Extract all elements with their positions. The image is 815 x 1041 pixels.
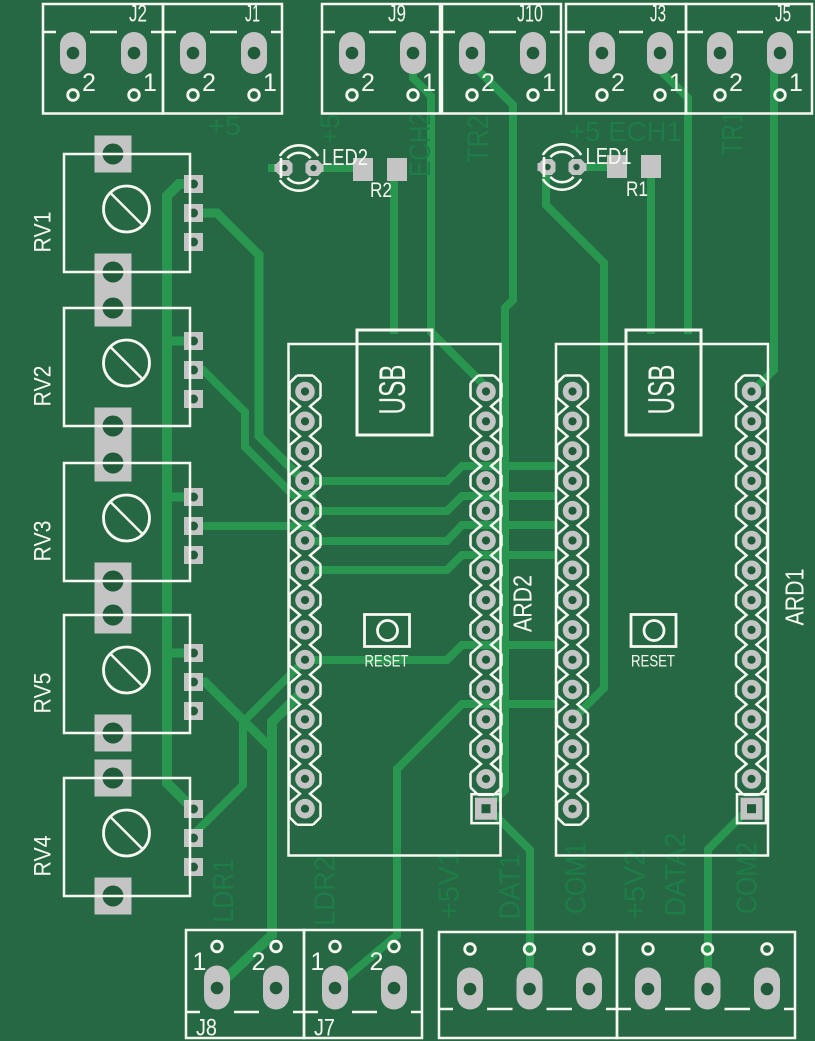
svg-text:J2: J2 (129, 1, 147, 28)
svg-text:R1: R1 (626, 178, 648, 201)
svg-text:+5: +5 (208, 111, 241, 141)
svg-text:2: 2 (370, 948, 384, 976)
svg-text:J7: J7 (314, 1015, 335, 1041)
svg-text:RV3: RV3 (30, 521, 57, 562)
svg-text:COM2: COM2 (732, 842, 764, 914)
svg-text:LDR1: LDR1 (208, 859, 240, 923)
svg-text:1: 1 (311, 948, 325, 976)
svg-text:ARD2: ARD2 (508, 575, 538, 632)
svg-text:J1: J1 (245, 1, 260, 28)
svg-text:ECH2: ECH2 (404, 112, 437, 177)
svg-text:1: 1 (542, 69, 556, 97)
svg-text:2: 2 (202, 69, 216, 97)
svg-text:USB: USB (372, 365, 413, 415)
svg-text:J9: J9 (388, 1, 406, 28)
svg-text:J8: J8 (196, 1015, 217, 1041)
svg-text:TR2: TR2 (462, 115, 495, 163)
svg-text:RESET: RESET (631, 653, 675, 671)
svg-text:1: 1 (263, 69, 277, 97)
svg-text:J10: J10 (517, 1, 543, 28)
svg-text:RV4: RV4 (30, 836, 57, 877)
svg-text:+5V1: +5V1 (434, 850, 466, 920)
svg-text:TR1: TR1 (717, 111, 750, 155)
svg-text:DAT1: DAT1 (495, 854, 527, 920)
svg-text:J5: J5 (775, 1, 791, 28)
svg-text:RV5: RV5 (30, 673, 57, 714)
svg-text:RV2: RV2 (30, 366, 57, 407)
svg-text:+5 ECH1: +5 ECH1 (569, 116, 682, 147)
svg-text:RESET: RESET (365, 653, 409, 671)
svg-text:2: 2 (252, 948, 266, 976)
svg-text:J3: J3 (650, 1, 666, 28)
svg-text:LED2: LED2 (322, 144, 368, 170)
svg-text:2: 2 (611, 69, 625, 97)
svg-text:ARD1: ARD1 (780, 569, 810, 626)
svg-text:1: 1 (143, 69, 157, 97)
svg-text:1: 1 (789, 69, 803, 97)
svg-text:1: 1 (669, 69, 683, 97)
svg-text:1: 1 (193, 948, 207, 976)
svg-text:2: 2 (82, 69, 96, 97)
svg-text:LED1: LED1 (586, 143, 632, 169)
svg-text:1: 1 (422, 69, 436, 97)
svg-text:2: 2 (481, 69, 495, 97)
svg-text:2: 2 (361, 69, 375, 97)
svg-text:DATA2: DATA2 (660, 833, 692, 917)
svg-text:+5V2: +5V2 (620, 850, 652, 920)
svg-text:+5: +5 (315, 114, 345, 145)
svg-text:LDR2: LDR2 (310, 856, 342, 926)
svg-text:COM1: COM1 (561, 842, 593, 914)
svg-text:RV1: RV1 (30, 212, 57, 253)
svg-text:2: 2 (729, 69, 743, 97)
svg-text:R2: R2 (370, 179, 392, 202)
svg-text:USB: USB (641, 365, 682, 415)
